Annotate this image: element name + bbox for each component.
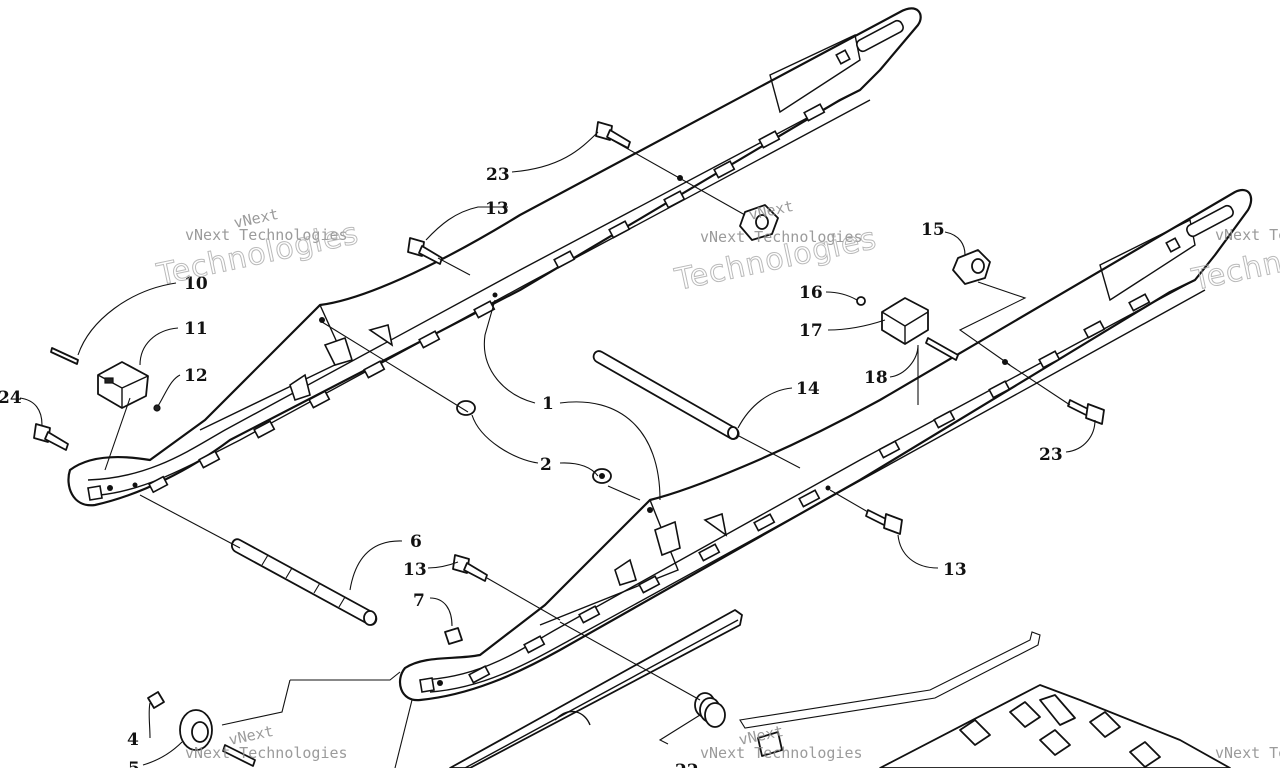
nut-12 — [153, 404, 161, 412]
bolt-13-bottom — [452, 554, 488, 582]
track-section — [879, 684, 1231, 768]
callout-23b: 23 — [1039, 445, 1063, 465]
bolt-13-right — [865, 509, 903, 535]
callout-13b: 13 — [943, 560, 967, 580]
bushing — [757, 731, 783, 757]
callout-15: 15 — [921, 220, 945, 240]
right-slide-rail — [398, 189, 1253, 702]
callout-16: 16 — [799, 283, 823, 303]
callout-13c: 13 — [403, 560, 427, 580]
callout-10: 10 — [184, 274, 208, 294]
watermark-company-2: vNext Technologies — [700, 228, 863, 246]
cap-4 — [147, 691, 165, 709]
callout-2: 2 — [540, 455, 552, 475]
nut-near-top — [739, 204, 779, 241]
callout-14: 14 — [796, 379, 820, 399]
callout-4: 4 — [127, 730, 139, 750]
callout-13a: 13 — [485, 199, 509, 219]
callout-1: 1 — [542, 394, 554, 414]
callout-7: 7 — [413, 591, 425, 611]
block-11 — [97, 361, 149, 409]
cap-7 — [444, 627, 463, 645]
watermark-company-4: vNext Technologies — [185, 744, 348, 762]
callout-labels: 1 2 4 5 6 7 10 11 12 13 13 13 14 15 16 1… — [0, 165, 1063, 768]
leader-lines — [19, 131, 1096, 768]
callout-5: 5 — [128, 759, 140, 768]
watermark-company-3: vNext Technologies — [1215, 226, 1280, 244]
callout-23a: 23 — [486, 165, 510, 185]
pin-10 — [50, 347, 79, 365]
watermark-company-5: vNext Technologies — [700, 744, 863, 762]
callout-22: 22 — [675, 761, 699, 768]
nut-16 — [856, 296, 866, 306]
callout-18: 18 — [864, 368, 888, 388]
bolt-23-right — [1067, 399, 1105, 425]
watermark-company-1: vNext Technologies — [185, 226, 348, 244]
washer-2a — [456, 400, 476, 416]
left-slide-rail — [67, 7, 922, 507]
wheel-5 — [179, 709, 256, 767]
slider-block-17 — [881, 297, 929, 345]
rear-axle-6 — [231, 538, 378, 626]
bolt-23-top — [595, 121, 631, 149]
torsion-spring — [658, 692, 726, 745]
bolt-24 — [33, 423, 69, 451]
nut-15 — [952, 249, 991, 285]
watermark-company-6: vNext Technologies — [1215, 744, 1280, 762]
spring-rod — [739, 631, 1041, 729]
callout-11: 11 — [184, 319, 208, 339]
bolt-13-left — [407, 237, 443, 265]
callout-12: 12 — [184, 366, 208, 386]
callout-6: 6 — [410, 532, 422, 552]
wear-strip — [449, 609, 743, 768]
screw-18 — [925, 337, 959, 361]
callout-17: 17 — [799, 321, 823, 341]
callout-24: 24 — [0, 388, 22, 408]
cross-shaft-14 — [592, 350, 740, 440]
